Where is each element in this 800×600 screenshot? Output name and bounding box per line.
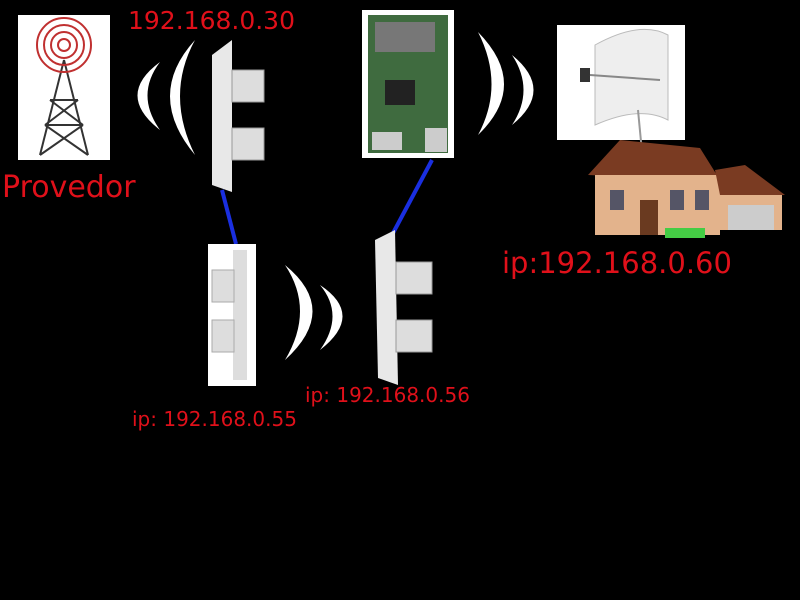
wireless-waves-icon xyxy=(478,32,534,135)
antenna-icon xyxy=(208,244,256,386)
link-line xyxy=(220,189,238,245)
house-icon xyxy=(588,109,785,238)
router-board-icon xyxy=(362,10,454,158)
link-line xyxy=(390,159,434,236)
antenna-icon xyxy=(212,40,265,192)
cpe1-ip-label: ip: 192.168.0.55 xyxy=(132,407,297,431)
provider-label: Provedor xyxy=(2,170,136,205)
provider-ip-label: 192.168.0.30 xyxy=(128,6,295,35)
antenna-icon xyxy=(375,230,433,385)
wireless-waves-icon xyxy=(285,265,343,360)
wireless-waves-icon xyxy=(137,40,195,155)
grid-dish-antenna-icon xyxy=(557,25,685,140)
cpe2-ip-label: ip: 192.168.0.56 xyxy=(305,383,470,407)
tower-icon xyxy=(18,15,110,160)
house-ip-label: ip:192.168.0.60 xyxy=(502,246,732,280)
